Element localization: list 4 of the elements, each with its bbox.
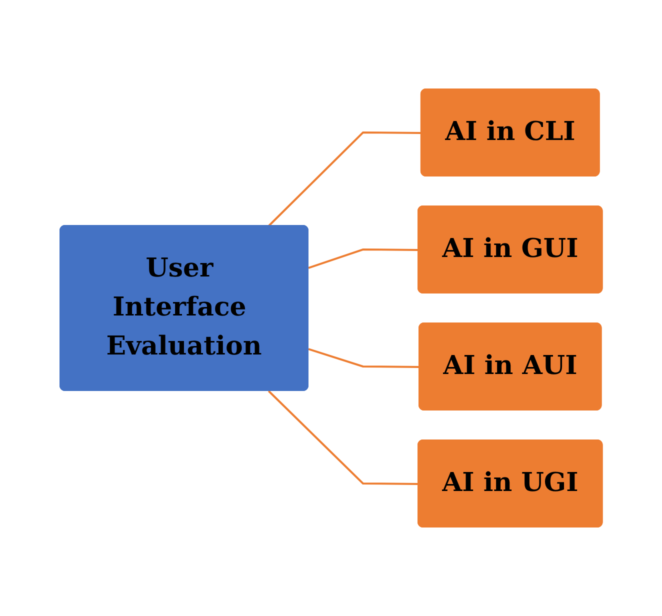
connector bbox=[268, 132, 422, 227]
connector bbox=[308, 348, 420, 368]
connector bbox=[308, 248, 418, 269]
connector bbox=[268, 390, 418, 485]
